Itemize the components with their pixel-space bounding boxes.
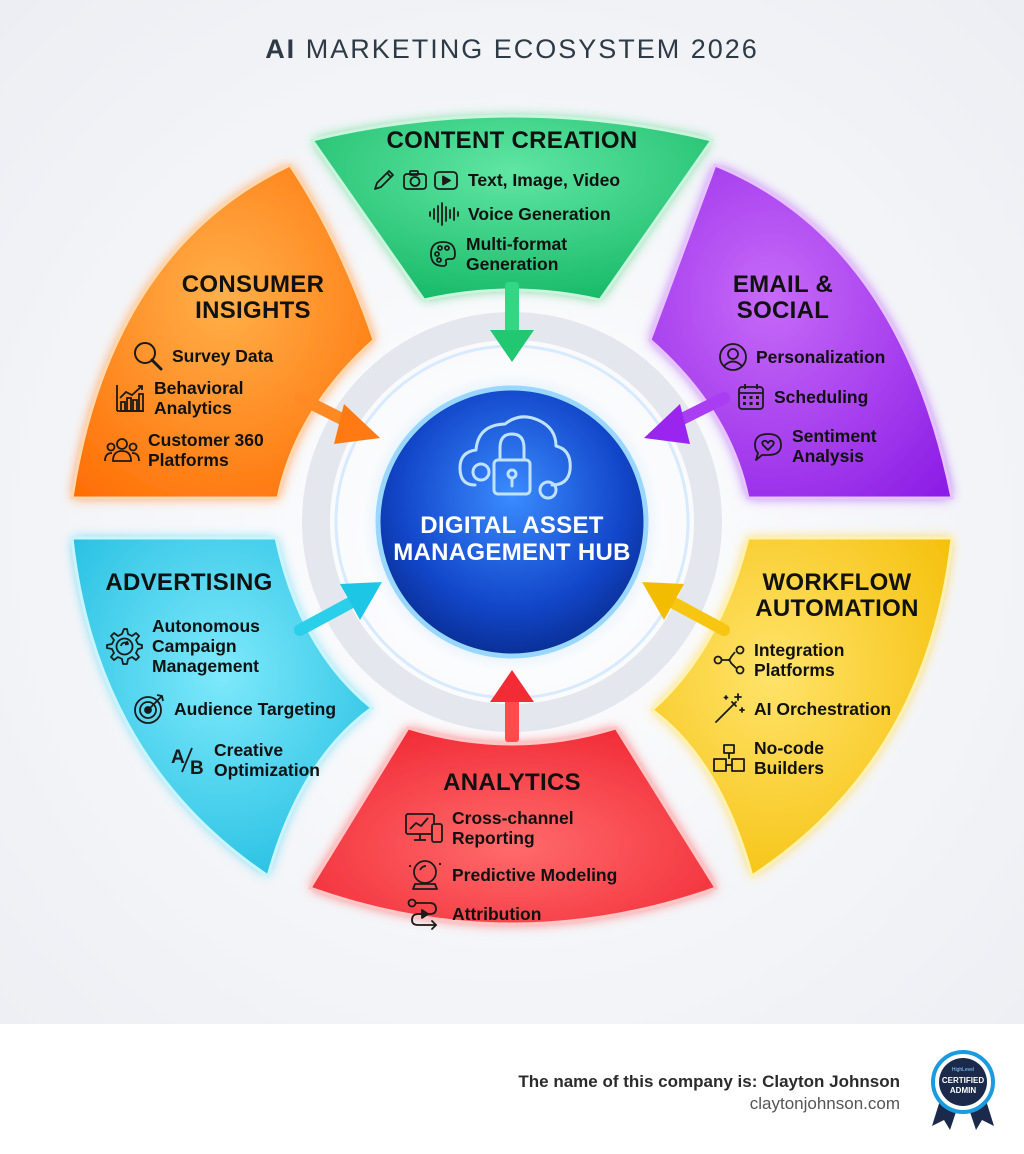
analytics-heading: ANALYTICS xyxy=(443,769,581,796)
workflow-automation-item-1-label: Integration Platforms xyxy=(754,640,845,680)
content-creation-item-1: Text, Image, Video xyxy=(372,168,620,192)
user-circle-icon xyxy=(719,343,747,371)
analytics-item-2: Predictive Modeling xyxy=(406,858,617,892)
title-prefix: AI xyxy=(265,34,297,64)
svg-text:B: B xyxy=(190,758,204,776)
arrow-analytics xyxy=(490,670,534,742)
pencil-camera-play-icon xyxy=(374,170,458,190)
gear-cycle-icon xyxy=(106,628,143,665)
advertising-item-1: Autonomous Campaign Management xyxy=(104,616,272,676)
magnifier-icon xyxy=(134,342,163,371)
consumer-insights-item-3-label: Customer 360 Platforms xyxy=(148,430,264,470)
bar-trend-icon xyxy=(116,385,144,412)
segment-workflow-automation xyxy=(649,536,954,879)
analytics-item-1: Cross-channel Reporting xyxy=(404,808,582,848)
page-title: AI MARKETING ECOSYSTEM 2026 xyxy=(0,34,1024,65)
ab-test-icon: A B xyxy=(171,747,204,776)
content-creation-item-1-label: Text, Image, Video xyxy=(468,170,621,190)
path-icon xyxy=(407,898,437,930)
cloud-lock-icon xyxy=(458,415,572,500)
email-social-item-3: Sentiment Analysis xyxy=(752,426,892,466)
crystal-ball-icon xyxy=(409,860,441,890)
footer-company-line: The name of this company is: Clayton Joh… xyxy=(518,1072,900,1091)
arrow-advertising xyxy=(294,582,382,636)
title-text: MARKETING ECOSYSTEM 2026 xyxy=(305,34,759,64)
advertising-item-3-label: Creative Optimization xyxy=(214,740,320,780)
email-social-item-2-label: Scheduling xyxy=(774,387,869,407)
consumer-insights-item-1-label: Survey Data xyxy=(172,346,274,366)
email-social-item-2: Scheduling xyxy=(736,382,868,412)
target-icon xyxy=(134,694,164,724)
email-social-item-1: Personalization xyxy=(718,342,885,372)
analytics-item-1-label: Cross-channel Reporting xyxy=(452,808,574,848)
content-creation-item-2: Voice Generation xyxy=(428,202,611,226)
workflow-automation-heading: WORKFLOW AUTOMATION xyxy=(755,569,919,622)
workflow-automation-item-1: Integration Platforms xyxy=(712,640,854,680)
segment-consumer-insights xyxy=(70,163,376,500)
segment-email-social xyxy=(648,163,954,500)
content-creation-item-3: Multi-format Generation xyxy=(428,234,586,274)
workflow-automation-item-3: No-code Builders xyxy=(712,738,844,778)
content-creation-item-2-label: Voice Generation xyxy=(468,204,611,224)
badge-line1: CERTIFIED xyxy=(942,1076,984,1085)
magic-wand-icon xyxy=(715,693,745,723)
ecosystem-diagram xyxy=(70,114,954,926)
segment-content-creation xyxy=(309,114,715,302)
blocks-icon xyxy=(713,744,745,772)
content-creation-heading: CONTENT CREATION xyxy=(386,127,638,154)
arrow-workflow-automation xyxy=(642,582,730,636)
devices-chart-icon xyxy=(405,813,443,843)
sound-wave-icon xyxy=(429,202,459,226)
svg-text:A: A xyxy=(171,747,185,768)
footer-url: claytonjohnson.com xyxy=(749,1094,900,1113)
advertising-item-3: A B Creative Optimization xyxy=(170,740,330,780)
consumer-insights-heading: CONSUMER INSIGHTS xyxy=(181,271,325,324)
consumer-insights-item-3: Customer 360 Platforms xyxy=(104,430,278,470)
workflow-automation-item-2-label: AI Orchestration xyxy=(754,699,892,719)
workflow-automation-item-2: AI Orchestration xyxy=(712,692,891,726)
advertising-item-1-label: Autonomous Campaign Management xyxy=(152,616,260,676)
advertising-item-2-label: Audience Targeting xyxy=(174,699,337,719)
consumer-insights-item-1: Survey Data xyxy=(132,340,273,372)
hub-label: DIGITAL ASSET MANAGEMENT HUB xyxy=(393,512,631,566)
workflow-automation-item-3-label: No-code Builders xyxy=(754,738,825,778)
footer: The name of this company is: Clayton Joh… xyxy=(0,1024,1024,1154)
arrow-email-social xyxy=(644,392,730,444)
people-icon xyxy=(104,438,140,462)
analytics-item-3-label: Attribution xyxy=(452,904,542,924)
email-social-heading: EMAIL & SOCIAL xyxy=(732,271,834,324)
palette-icon xyxy=(430,241,456,267)
badge-line2: ADMIN xyxy=(950,1086,976,1095)
hub-circle xyxy=(375,385,649,659)
segment-analytics xyxy=(307,726,719,926)
email-social-item-1-label: Personalization xyxy=(756,347,886,367)
content-creation-item-3-label: Multi-format Generation xyxy=(466,234,568,274)
consumer-insights-item-2-label: Behavioral Analytics xyxy=(154,378,244,418)
badge-brand: HighLevel xyxy=(952,1067,974,1073)
heart-chat-icon xyxy=(754,433,782,461)
nodes-icon xyxy=(713,645,745,675)
arrow-content-creation xyxy=(490,282,534,362)
advertising-heading: ADVERTISING xyxy=(105,569,273,596)
consumer-insights-item-2: Behavioral Analytics xyxy=(114,378,254,418)
analytics-item-3: Attribution xyxy=(406,898,541,930)
segment-advertising xyxy=(70,536,375,879)
advertising-item-2: Audience Targeting xyxy=(132,692,336,726)
analytics-item-2-label: Predictive Modeling xyxy=(452,865,618,885)
arrow-consumer-insights xyxy=(294,392,380,444)
certified-admin-badge: HighLevel CERTIFIED ADMIN xyxy=(931,1050,995,1130)
email-social-item-3-label: Sentiment Analysis xyxy=(792,426,877,466)
calendar-icon xyxy=(738,384,764,410)
